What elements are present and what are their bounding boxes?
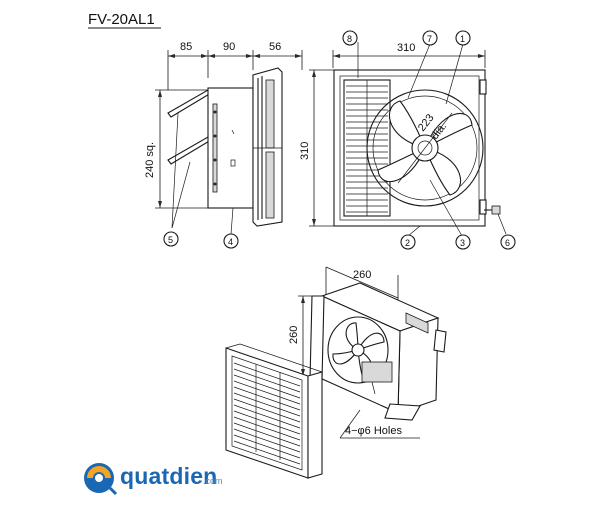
- iso-grille-louvers: [233, 362, 301, 465]
- holes-note: 4−φ6 Holes: [345, 425, 402, 437]
- isometric-view: 260 260: [225, 266, 447, 479]
- dim-iso-width: 260: [353, 269, 371, 281]
- callout-1: 1: [460, 34, 465, 44]
- callout-4: 4: [228, 237, 233, 247]
- callout-8: 8: [347, 34, 352, 44]
- dim-side-depth-1: 85: [180, 41, 192, 53]
- dim-side-depth-2: 90: [223, 41, 235, 53]
- front-view: 310 310: [299, 30, 516, 250]
- callout-6: 6: [505, 238, 510, 248]
- fan-blades: [377, 100, 473, 196]
- callout-5: 5: [168, 235, 173, 245]
- dim-front-height: 310: [299, 142, 311, 160]
- callout-7: 7: [427, 34, 432, 44]
- brand-name: quatdien: [120, 463, 218, 489]
- dim-front-width: 310: [397, 42, 415, 54]
- dim-iso-height: 260: [288, 326, 300, 344]
- callout-3: 3: [460, 238, 465, 248]
- side-view: 85 90 56 240 sq. 5: [144, 41, 303, 249]
- model-title: FV-20AL1: [88, 11, 155, 28]
- brand-suffix: .com: [203, 476, 223, 486]
- dim-side-depth-3: 56: [269, 41, 281, 53]
- dim-side-height: 240 sq.: [144, 142, 156, 178]
- brand-logo-icon: [84, 463, 118, 496]
- callout-2: 2: [405, 238, 410, 248]
